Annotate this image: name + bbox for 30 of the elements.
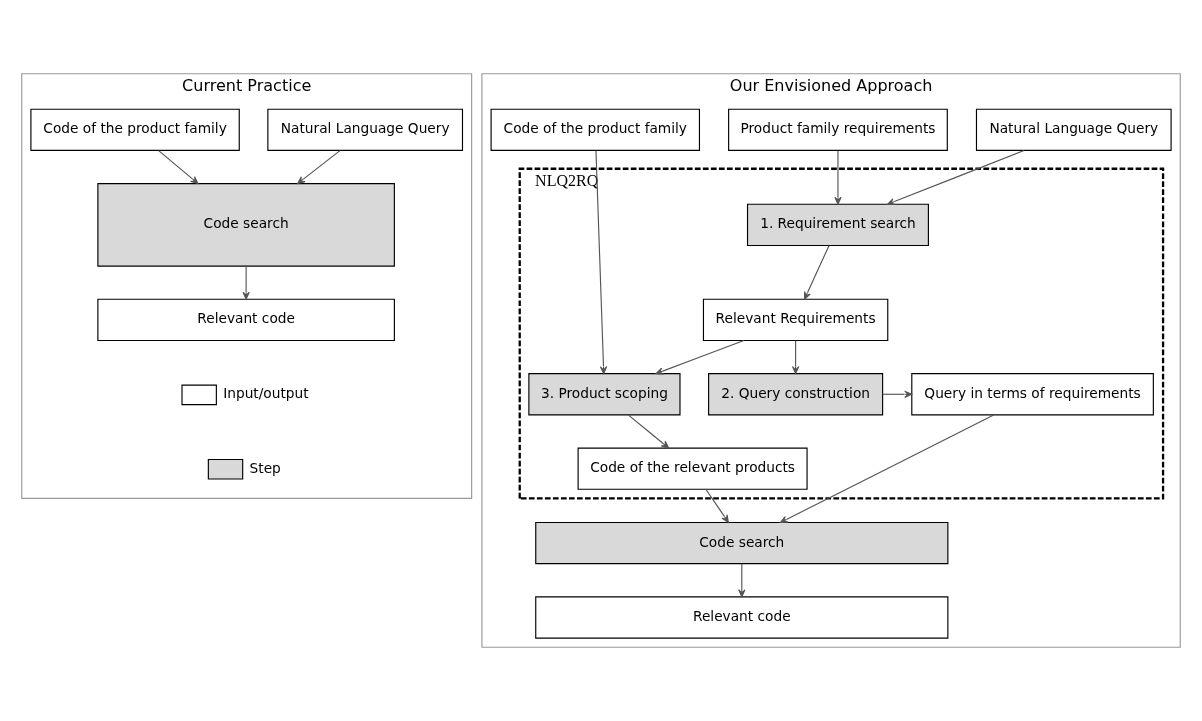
legend-label: Input/output bbox=[223, 385, 309, 402]
node-box: Product family requirements bbox=[728, 108, 948, 151]
arrow bbox=[595, 150, 608, 375]
node-box: Relevant code bbox=[97, 298, 395, 342]
node-box: Relevant code bbox=[535, 596, 949, 639]
arrow bbox=[804, 245, 830, 300]
node-box: 3. Product scoping bbox=[528, 373, 681, 416]
arrow bbox=[791, 340, 800, 374]
node-box: Relevant Requirements bbox=[702, 298, 889, 342]
node-box: Code search bbox=[535, 521, 949, 565]
node-box: 2. Query construction bbox=[708, 373, 884, 416]
node-box: Query in terms of requirements bbox=[911, 373, 1154, 416]
node-box: 1. Requirement search bbox=[746, 203, 929, 246]
arrow bbox=[297, 150, 341, 184]
arrow bbox=[882, 390, 913, 398]
legend-label: Step bbox=[249, 459, 281, 476]
node-box: Code search bbox=[97, 183, 395, 267]
arrow bbox=[158, 150, 199, 184]
arrow bbox=[779, 414, 995, 524]
node-box: Code of the relevant products bbox=[577, 447, 808, 490]
arrow bbox=[242, 265, 250, 300]
arrow bbox=[834, 150, 842, 205]
node-box: Natural Language Query bbox=[267, 108, 464, 151]
arrow bbox=[705, 488, 729, 523]
node-box: Code of the product family bbox=[30, 108, 240, 151]
arrow bbox=[738, 563, 746, 598]
node-box: Code of the product family bbox=[490, 108, 701, 151]
node-box: Natural Language Query bbox=[975, 108, 1172, 151]
arrow bbox=[655, 339, 745, 375]
arrow bbox=[627, 414, 670, 449]
